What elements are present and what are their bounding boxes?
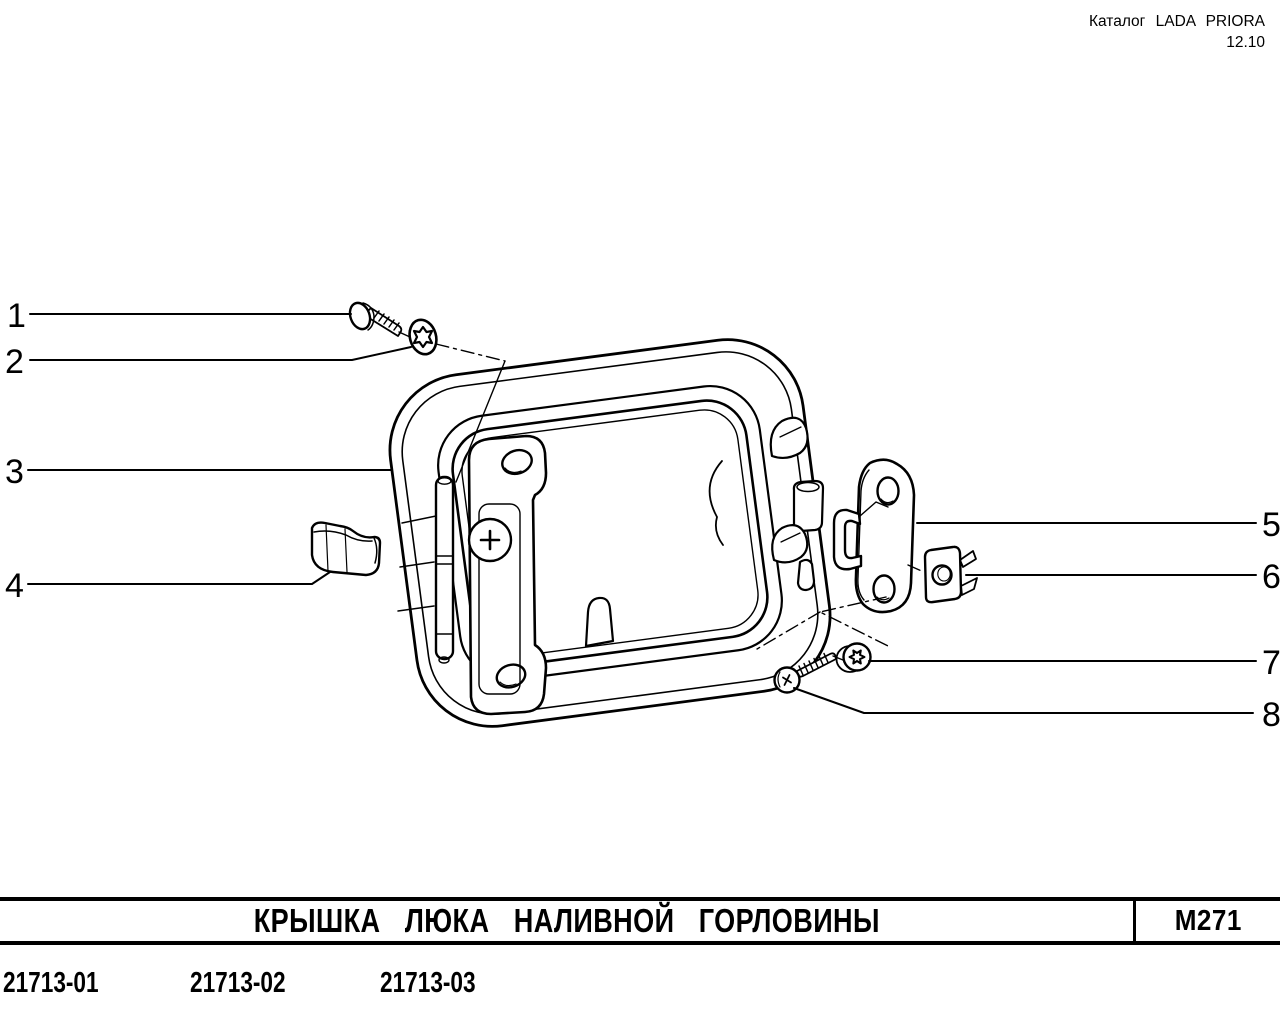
model-number-3: 21713-03: [380, 967, 476, 999]
callout-8: 8: [1262, 696, 1280, 734]
model-number-2: 21713-02: [190, 967, 286, 999]
titlebar-top-rule: [0, 897, 1280, 901]
lock-washer-part-2: [408, 318, 438, 356]
assembly-axis-lines: [398, 331, 925, 661]
titlebar-bottom-rule: [0, 941, 1280, 945]
flap-right-edge-features: [769, 416, 825, 592]
bracket-hook: [832, 508, 863, 571]
callout-6: 6: [1262, 558, 1280, 596]
model-number-1: 21713-01: [3, 967, 99, 999]
section-code-cell: М271: [1136, 901, 1280, 941]
screw-part-8: [773, 652, 837, 694]
catalog-edition: 12.10: [1226, 34, 1265, 51]
figure-title-cell: КРЫШКА ЛЮКА НАЛИВНОЙ ГОРЛОВИНЫ: [0, 901, 1133, 941]
hinge-plate: [467, 434, 548, 716]
callout-4: 4: [5, 567, 24, 605]
callout-leader-lines: [27, 313, 1257, 714]
page-header: Каталог LADA PRIORA 12.10: [1089, 11, 1265, 53]
titlebar-divider: [1133, 897, 1136, 945]
spring-clip-part: [310, 521, 382, 577]
screw-part-1: [348, 301, 403, 337]
clip-nut-part: [923, 545, 978, 604]
callout-3: 3: [5, 453, 24, 491]
callout-1: 1: [7, 297, 26, 335]
phillips-screw-icon: [479, 529, 501, 551]
hinge-pin: [434, 475, 455, 664]
callout-7: 7: [1262, 644, 1280, 682]
axis-pointer-line: [455, 360, 506, 483]
hinge-cutout-lines: [397, 515, 437, 612]
phillips-recess-icon: [782, 674, 792, 686]
callout-5: 5: [1262, 506, 1280, 544]
figure-title: КРЫШКА ЛЮКА НАЛИВНОЙ ГОРЛОВИНЫ: [253, 902, 880, 939]
catalog-title: Каталог LADA PRIORA: [1088, 13, 1265, 30]
callout-2: 2: [5, 343, 24, 381]
latch-bracket-part: [832, 458, 916, 614]
lock-washer-part-7: [835, 642, 872, 673]
section-code: М271: [1174, 904, 1242, 937]
filler-neck-arc: [708, 460, 724, 546]
latch-tab: [584, 596, 615, 648]
